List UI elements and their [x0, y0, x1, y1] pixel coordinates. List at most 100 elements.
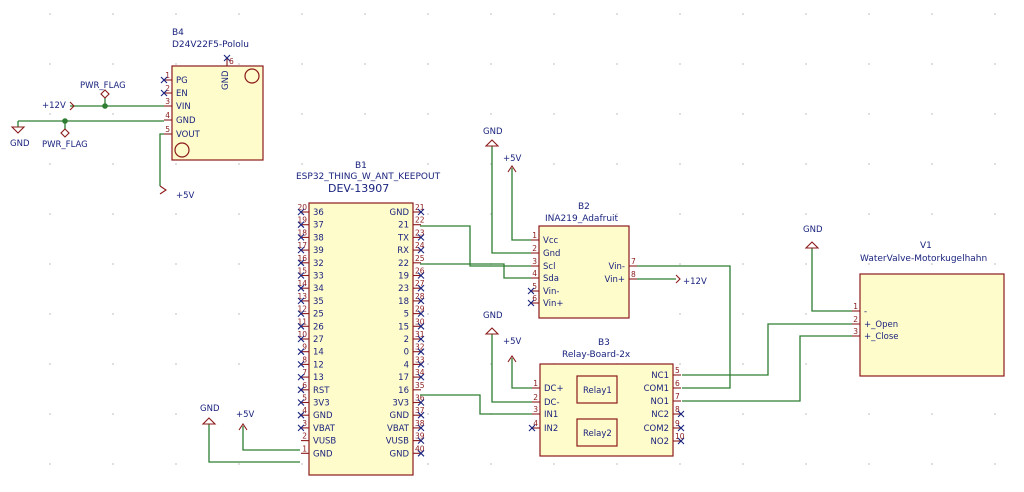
gnd-label-b2: GND — [483, 127, 503, 137]
b1-pin-num: 28 — [415, 292, 425, 301]
b1-pin-name: 35 — [313, 297, 324, 307]
b1-pin-name: 36 — [313, 208, 324, 218]
b1-pin-name: 18 — [398, 297, 409, 307]
b3-pin-name: IN2 — [544, 424, 558, 434]
plus12v-label-b4: +12V — [42, 101, 66, 111]
component-b2[interactable]: B2 INA219_Adafruit 1Vcc2Gnd3Scl4Sda5Vin-… — [527, 202, 637, 319]
b4-pin-name: EN — [176, 89, 188, 99]
component-b3[interactable]: Relay1 Relay2 B3 Relay-Board-2x 1DC+2DC-… — [528, 338, 685, 457]
b1-pin-num: 18 — [297, 228, 307, 237]
b4-pin-num: 1 — [165, 71, 170, 80]
b3-pin-num: 9 — [675, 419, 680, 428]
b2-pin-name: Vin+ — [543, 299, 564, 309]
b2-pin-num: 7 — [631, 257, 636, 266]
b1-pin-name: 17 — [398, 373, 409, 383]
b2-pin-num: 4 — [532, 269, 537, 278]
b1-pin-name: 3V3 — [392, 399, 409, 409]
b1-pin-num: 25 — [415, 254, 425, 263]
b1-pin-num: 33 — [415, 355, 425, 364]
b1-pin-name: 21 — [398, 221, 409, 231]
b1-pin-name: GND — [390, 411, 410, 421]
b1-pin-num: 15 — [297, 267, 307, 276]
b4-pin-name: VIN — [176, 102, 191, 112]
b1-pin-num: 32 — [415, 343, 425, 352]
b3-pin-name: IN1 — [544, 410, 558, 420]
b4-value: D24V22F5-Pololu — [172, 40, 249, 50]
b1-pin-name: 19 — [398, 272, 409, 282]
b1-pin-name: 27 — [313, 335, 324, 345]
b1-pin-num: 36 — [415, 394, 425, 403]
b3-pins: 1DC+2DC-3IN14IN25NC16COM17NO18NC29COM210… — [528, 366, 685, 447]
b1-pin-name: 5 — [404, 310, 409, 320]
component-v1[interactable]: V1 WaterValve-Motorkugelhahn 1-2+_Open3+… — [852, 241, 1005, 377]
b1-pin-num: 13 — [297, 292, 307, 301]
b1-pin-name: 26 — [313, 322, 324, 332]
v1-pin-name: +_Close — [864, 332, 899, 342]
b4-pin-num: 3 — [165, 97, 170, 106]
b1-pin-name: 3V3 — [313, 399, 330, 409]
b2-pin-num: 2 — [532, 244, 537, 253]
junctions — [62, 103, 108, 124]
b1-pin-num: 29 — [415, 305, 425, 314]
b3-pin-num: 5 — [675, 366, 680, 375]
b3-pin-name: COM1 — [644, 384, 669, 394]
b4-pin-name: GND — [176, 116, 196, 126]
b1-pin-num: 26 — [415, 267, 425, 276]
b1-pins: 2036193718381739163215331434133512251126… — [297, 203, 424, 459]
b1-pin-name: VUSB — [386, 437, 409, 447]
b3-pin-name: NO2 — [651, 437, 669, 447]
b4-top-pin-num: 6 — [229, 57, 234, 66]
b1-pin-name: 0 — [404, 348, 409, 358]
b2-pin-name: Vin- — [609, 262, 625, 272]
b1-pin-num: 9 — [302, 343, 307, 352]
b2-pin-name: Vin- — [543, 287, 559, 297]
b1-pin-name: GND — [313, 449, 333, 459]
b2-pin-num: 8 — [631, 270, 636, 279]
b1-pin-name: 15 — [398, 322, 409, 332]
b3-relay2: Relay2 — [583, 429, 612, 439]
plus5v-label-b4: +5V — [176, 191, 195, 201]
b1-pin-num: 40 — [415, 444, 425, 453]
b1-footprint: ESP32_THING_W_ANT_KEEPOUT — [296, 172, 441, 182]
b3-pin-name: NC2 — [651, 410, 669, 420]
b2-pin-name: Vin+ — [605, 275, 626, 285]
gnd-label-b1: GND — [200, 404, 220, 414]
b4-pin-num: 2 — [165, 84, 170, 93]
b3-pin-num: 2 — [533, 393, 538, 402]
b1-pin-num: 38 — [415, 419, 425, 428]
b4-pin-num: 4 — [165, 111, 170, 120]
b3-pin-name: NC1 — [651, 371, 669, 381]
b4-pin-name: PG — [176, 76, 188, 86]
plus12v-label-b2: +12V — [683, 277, 707, 287]
v1-pin-name: - — [864, 307, 867, 317]
b3-pin-name: DC+ — [544, 384, 564, 394]
b2-ref: B2 — [578, 202, 590, 212]
pwr-flag-label-1: PWR_FLAG — [80, 81, 126, 91]
b1-pin-num: 20 — [297, 203, 307, 212]
component-b1[interactable]: B1 ESP32_THING_W_ANT_KEEPOUT DEV-13907 2… — [296, 161, 441, 476]
b1-pin-num: 27 — [415, 279, 425, 288]
b1-pin-name: 25 — [313, 310, 324, 320]
v1-value: WaterValve-Motorkugelhahn — [860, 254, 987, 264]
b1-pin-name: VBAT — [313, 424, 336, 434]
b2-pin-name: Gnd — [543, 249, 560, 259]
power-symbols: GND +12V PWR_FLAG PWR_FLAG +5V GND +5V G… — [10, 81, 823, 431]
b4-pin-num: 5 — [165, 125, 170, 134]
b1-pin-name: 22 — [398, 259, 409, 269]
gnd-label-b4: GND — [10, 139, 30, 149]
gnd-label-v1: GND — [803, 225, 823, 235]
b1-pin-name: 39 — [313, 246, 324, 256]
b1-pin-num: 11 — [297, 317, 307, 326]
b3-pin-name: NO1 — [651, 397, 669, 407]
b3-pin-num: 3 — [533, 405, 538, 414]
b1-pin-num: 3 — [302, 419, 307, 428]
b1-pin-num: 5 — [302, 394, 307, 403]
b1-pin-name: TX — [397, 233, 409, 243]
b1-pin-name: 37 — [313, 221, 324, 231]
b1-pin-name: 32 — [313, 259, 324, 269]
b3-pin-num: 4 — [533, 419, 538, 428]
b1-pin-name: VBAT — [387, 424, 410, 434]
